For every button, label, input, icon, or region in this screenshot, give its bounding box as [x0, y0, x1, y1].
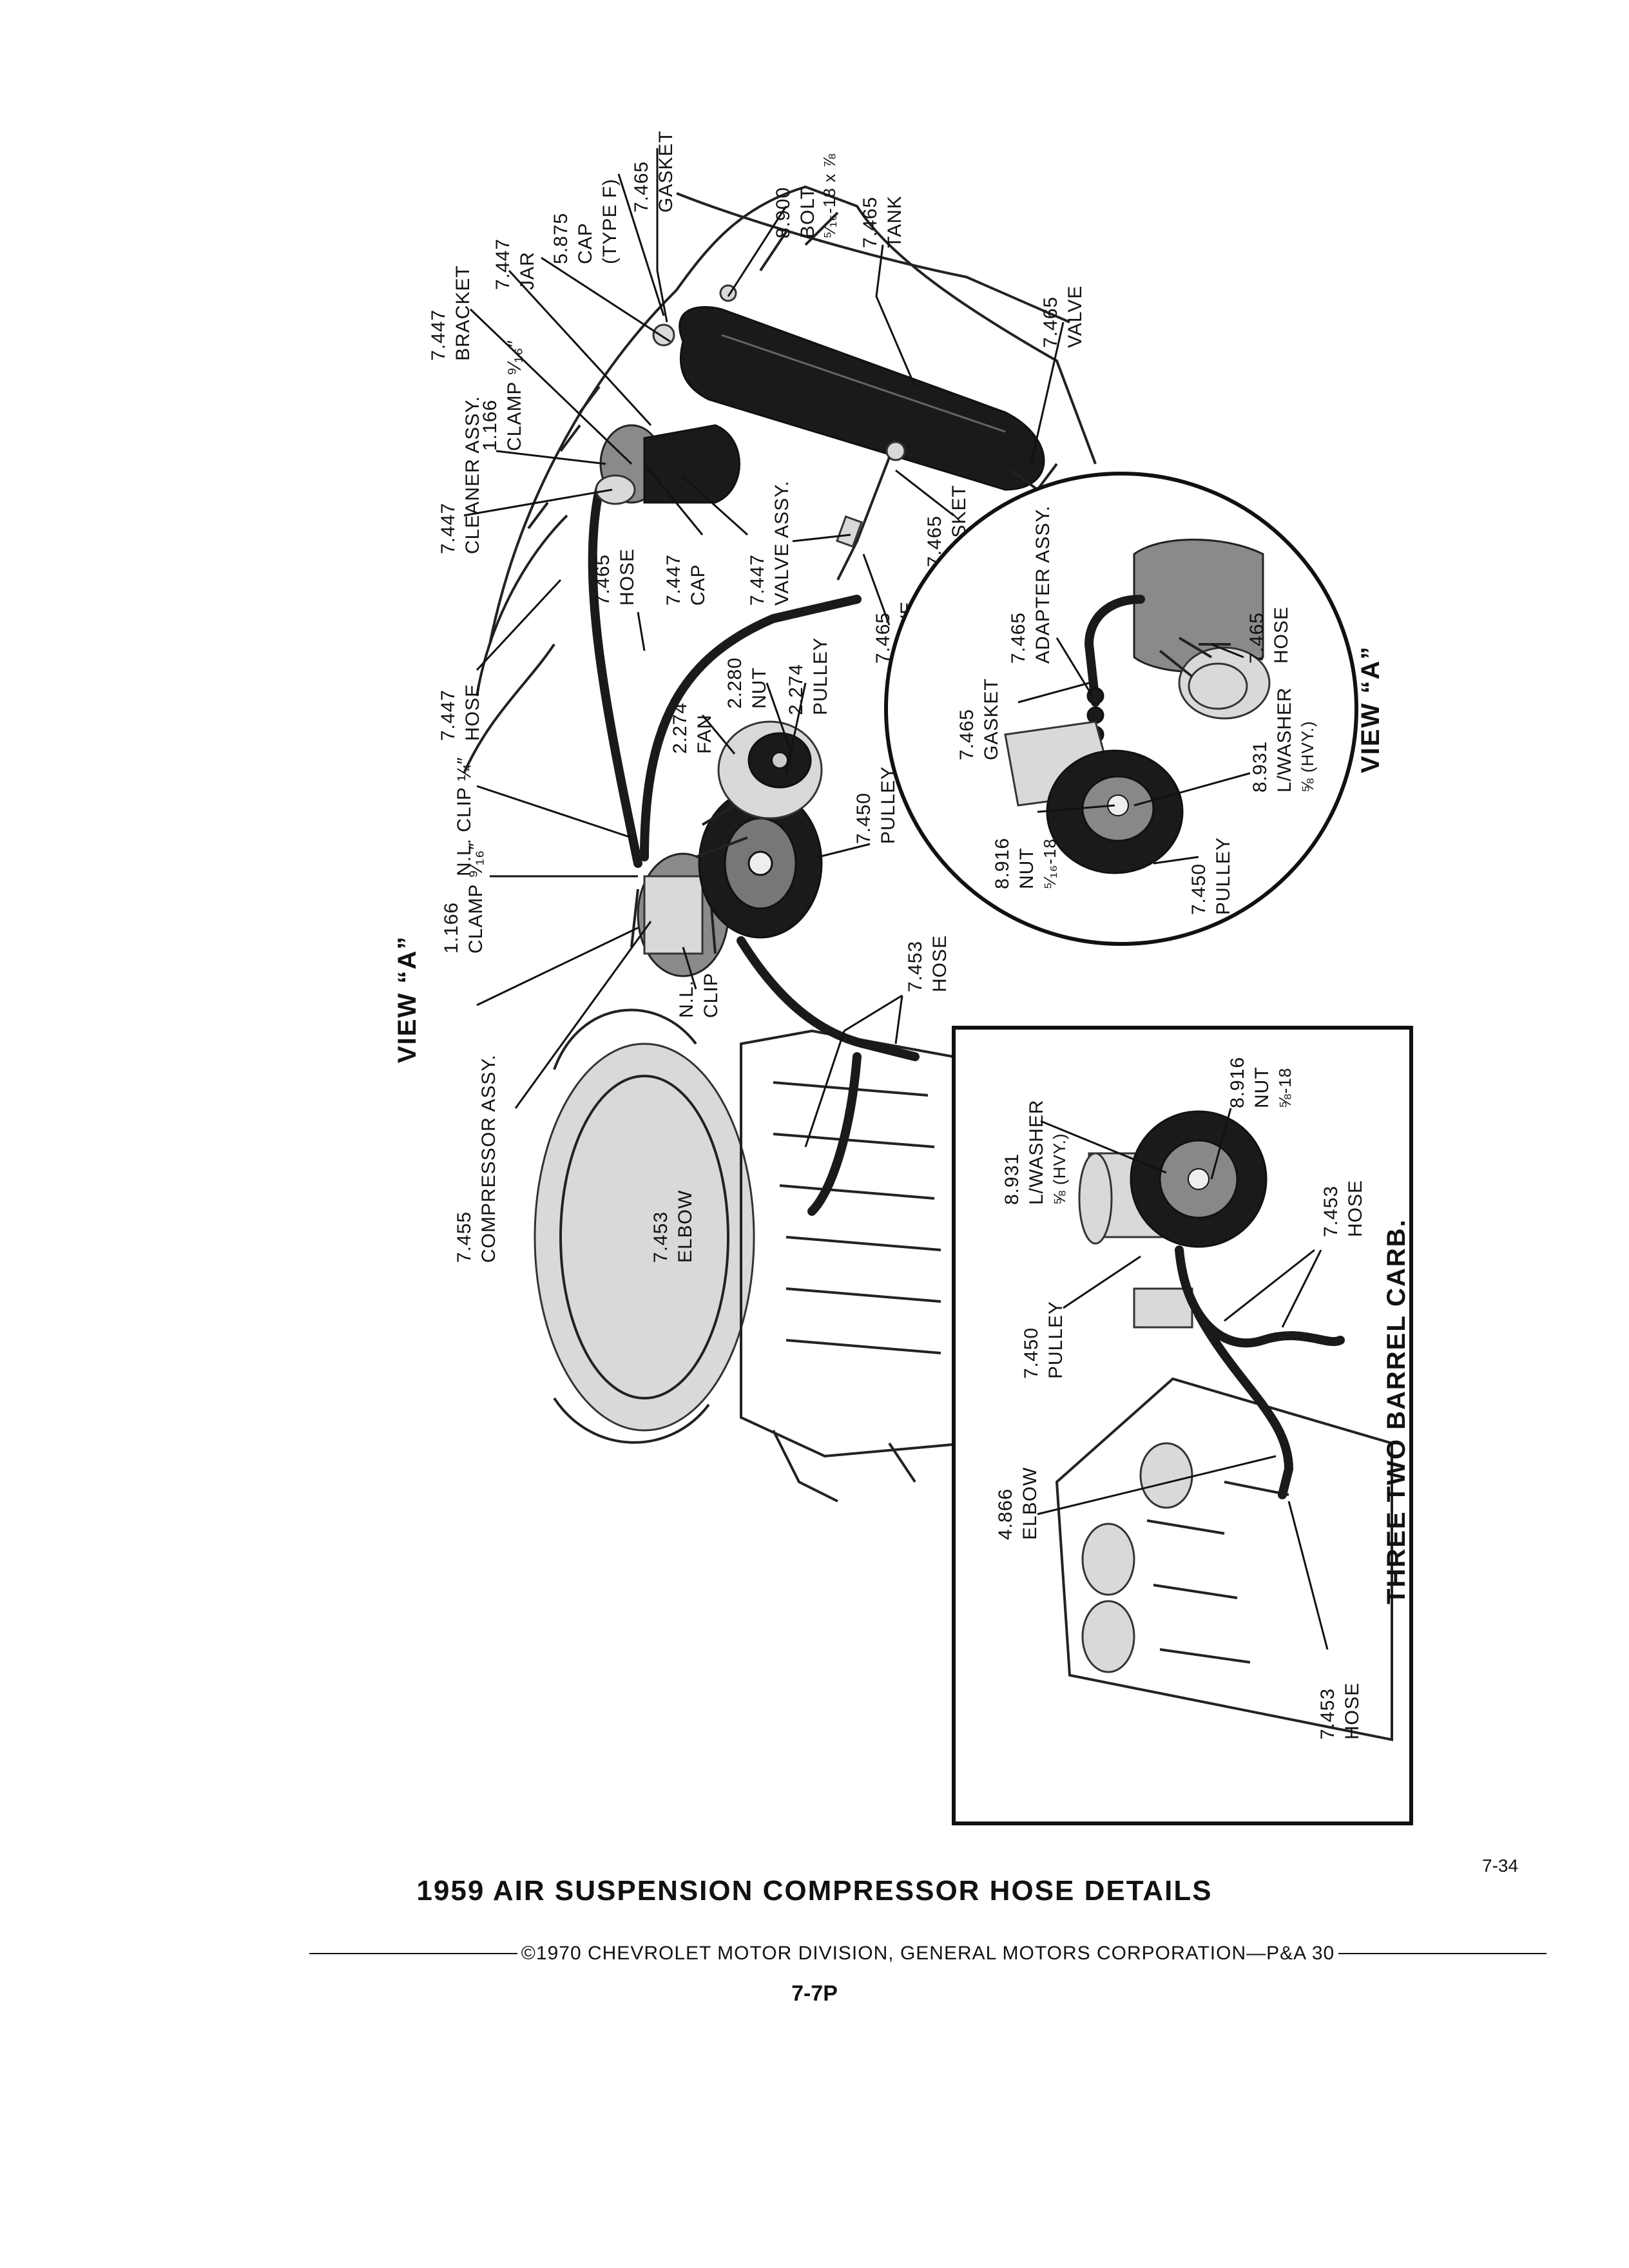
carb-nut-number: 8.916	[1227, 1057, 1248, 1108]
page-code: 7-7P	[791, 1981, 838, 2006]
view-a-nut-number: 8.916	[992, 838, 1013, 889]
carb-elbow-number: 4.866	[995, 1488, 1016, 1540]
carb-inset-title: THREE TWO BARREL CARB.	[1382, 1218, 1411, 1604]
pulley-7450-number: 7.450	[853, 793, 874, 844]
carb-nut-size: ⅝-18	[1275, 1068, 1295, 1108]
jar-label: JAR	[517, 251, 538, 290]
cap-5875-label: CAP	[575, 222, 596, 264]
carb-washer-number: 8.931	[1001, 1153, 1023, 1205]
cap-7447-number: 7.447	[663, 554, 684, 606]
pulley-2274-label: PULLEY	[810, 637, 831, 715]
carb-inset: THREE TWO BARREL CARB. 8.931 L/WASHER ⅝ …	[952, 1026, 1413, 1825]
cleaner-label: CLEANER ASSY.	[462, 396, 483, 554]
caption-title: 1959 AIR SUSPENSION COMPRESSOR HOSE DETA…	[416, 1875, 1213, 1907]
clamp-1166-number: 1.166	[441, 902, 462, 954]
nut-2280-number: 2.280	[724, 657, 746, 709]
view-a-adapter-label: ADAPTER ASSY.	[1032, 505, 1054, 664]
nl-clip-quarter-label: N.L. CLIP ¼″	[454, 757, 475, 876]
bracket-number: 7.447	[428, 309, 449, 361]
fan-label: FAN	[694, 715, 715, 754]
view-a-gasket-label: GASKET	[981, 678, 1002, 760]
view-a-nut-label: NUT	[1016, 847, 1037, 889]
view-a-hose-number: 7.465	[1246, 612, 1268, 664]
carb-hose-number: 7.453	[1320, 1186, 1342, 1237]
carb-nut-label: NUT	[1251, 1066, 1273, 1108]
view-a-pulley-label: PULLEY	[1213, 837, 1234, 915]
hose-7453-lower	[807, 1052, 862, 1216]
copyright-text: ©1970 CHEVROLET MOTOR DIVISION, GENERAL …	[521, 1943, 1335, 1964]
hose-7447-number: 7.447	[438, 689, 459, 741]
tank-number: 7.465	[860, 197, 881, 248]
bolt-number: 8.900	[773, 187, 794, 238]
view-a-washer-label: L/WASHER	[1274, 687, 1295, 793]
hose-7453-number: 7.453	[905, 941, 926, 992]
valve-7465b-number: 7.465	[872, 612, 894, 664]
view-a-washer-size: ⅝ (HVY.)	[1298, 720, 1317, 793]
carb-hose2-number: 7.453	[1317, 1688, 1338, 1740]
valve-assy-number: 7.447	[747, 554, 768, 606]
nl-clip-label: CLIP	[700, 972, 722, 1018]
tank-label: TANK	[884, 195, 905, 248]
copyright-rule-right	[1338, 1953, 1547, 1954]
fan-pulley-drawing	[717, 720, 823, 820]
view-a-gasket-number: 7.465	[956, 709, 978, 760]
main-labels: VIEW “A” 7.455 COMPRESSOR ASSY. 7.453 EL…	[393, 130, 1086, 1263]
cap-5875-number: 5.875	[550, 213, 572, 264]
view-a-hose-label: HOSE	[1271, 606, 1292, 664]
view-a-washer-number: 8.931	[1249, 741, 1271, 793]
leader-lines-main	[463, 148, 1065, 1148]
cap-7447-label: CAP	[688, 564, 709, 606]
carb-pulley-number: 7.450	[1021, 1327, 1042, 1379]
valve-7465-label: VALVE	[1065, 285, 1086, 348]
compressor-assy-number: 7.455	[454, 1211, 475, 1263]
hose-7453-label: HOSE	[929, 935, 950, 992]
copyright-line: ©1970 CHEVROLET MOTOR DIVISION, GENERAL …	[309, 1943, 1547, 1965]
hose-7465-drawing	[640, 595, 862, 861]
bolt-size: ⁵⁄₁₆-18 x ⅞	[820, 153, 839, 238]
cleaner-number: 7.447	[438, 503, 459, 554]
hose-7453-drawing	[737, 936, 920, 1061]
bolt-label: BOLT	[797, 187, 818, 238]
elbow-number: 7.453	[650, 1211, 671, 1263]
clamp-1166b-number: 1.166	[479, 399, 501, 451]
valve-7465-number: 7.465	[1040, 296, 1061, 348]
valve-assy-label: VALVE ASSY.	[771, 481, 793, 606]
carb-pulley-label: PULLEY	[1045, 1301, 1066, 1379]
carb-inset-pulley-drawing	[1078, 1110, 1268, 1248]
nut-2280-label: NUT	[749, 667, 770, 709]
elbow-label: ELBOW	[675, 1190, 696, 1263]
pulley-2274-number: 2.274	[786, 664, 807, 715]
view-a-title: VIEW “A”	[393, 936, 421, 1063]
clamp-1166b-label: CLAMP ⁹⁄₁₆″	[504, 340, 525, 451]
fan-number: 2.274	[670, 702, 691, 754]
bracket-label: BRACKET	[452, 265, 474, 361]
air-cleaner-housing	[534, 1008, 755, 1444]
jar-number: 7.447	[492, 238, 514, 290]
hose-7447-label: HOSE	[462, 684, 483, 741]
figure-number: 7-34	[1482, 1856, 1519, 1876]
clamp-1166-label: CLAMP ⁹⁄₁₆″	[465, 842, 487, 954]
carb-hose-label: HOSE	[1345, 1180, 1366, 1237]
view-a-inset: VIEW “A” 7.465 GASKET 7.465 ADAPTER ASSY…	[884, 472, 1385, 946]
gasket-7465-number: 7.465	[631, 161, 652, 213]
carb-hose2-label: HOSE	[1342, 1682, 1363, 1740]
hose-7447-drawing	[588, 485, 642, 868]
view-a-nut-size: ⁵⁄₁₆-18	[1040, 838, 1059, 889]
copyright-rule-left	[309, 1953, 517, 1954]
view-a-pulley-drawing	[1046, 749, 1184, 874]
gasket-7465-label: GASKET	[655, 130, 677, 213]
compressor-assy-label: COMPRESSOR ASSY.	[478, 1054, 499, 1263]
view-a-pulley-number: 7.450	[1188, 863, 1210, 915]
view-a-adapter-number: 7.465	[1008, 612, 1029, 664]
reservoir-tank-drawing	[652, 284, 1058, 492]
hose-7465-number: 7.465	[592, 554, 613, 606]
hose-7465-label: HOSE	[617, 548, 638, 606]
view-a-inset-title: VIEW “A”	[1356, 646, 1385, 773]
carb-elbow-label: ELBOW	[1019, 1467, 1041, 1540]
nl-clip-number: N.L.	[676, 980, 697, 1018]
carb-washer-label: L/WASHER	[1026, 1099, 1047, 1205]
carb-washer-size: ⅝ (HVY.)	[1050, 1133, 1069, 1205]
cap-5875-type: (TYPE F)	[599, 178, 621, 264]
